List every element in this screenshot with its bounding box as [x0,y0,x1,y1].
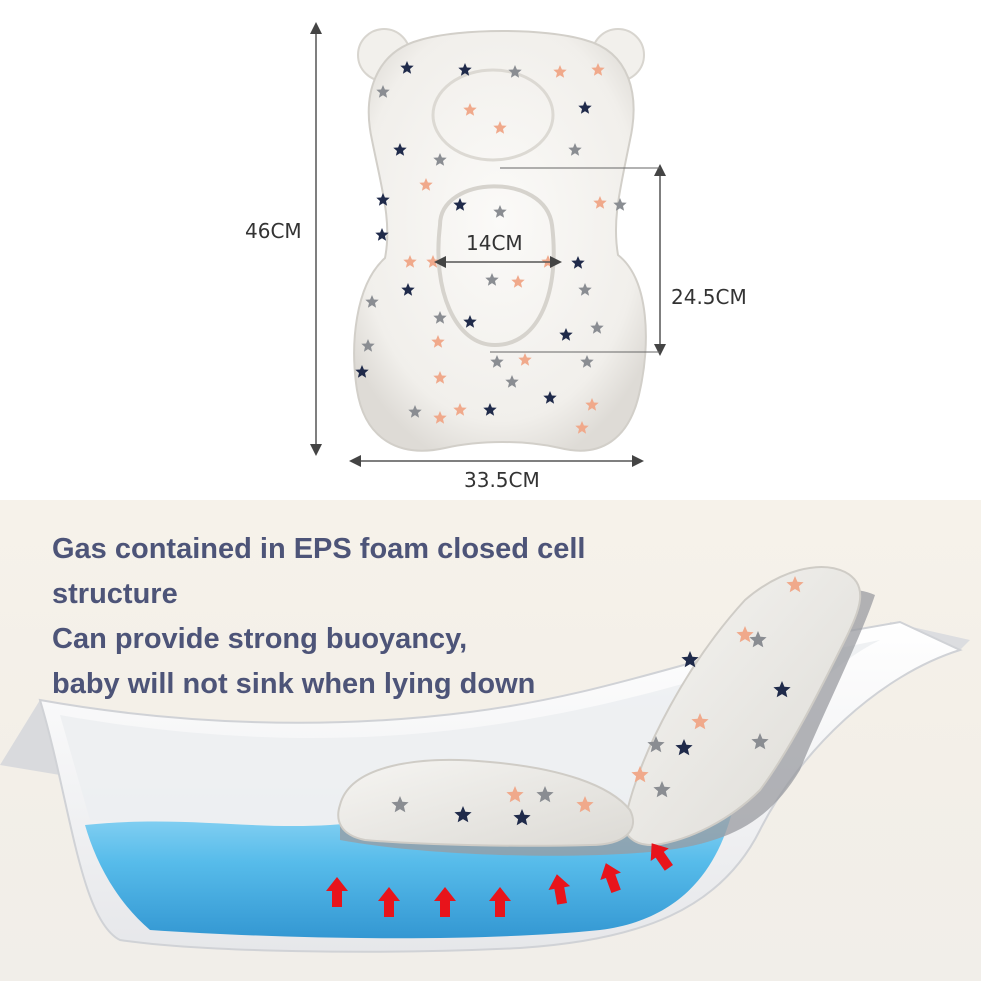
pillow-backrest [623,566,862,847]
star-icon [463,103,477,116]
star-icon [483,403,497,416]
star-icon [631,766,649,783]
star-icon [493,121,507,134]
pillow-head-ring [337,758,635,847]
buoyancy-arrow-icon [650,843,673,871]
headline-line-3: Can provide strong buoyancy, [52,623,468,655]
star-icon [593,196,607,209]
star-icon [591,63,605,76]
star-icon [559,328,573,341]
star-icon [585,398,599,411]
star-icon [376,193,390,206]
pillow-top-view [310,22,666,467]
star-icon [365,295,379,308]
star-icon [736,626,754,643]
star-icon [433,411,447,424]
headline-line-1: Gas contained in EPS foam closed cell [52,533,586,565]
buoyancy-arrow-icon [326,877,348,907]
star-icon [376,85,390,98]
star-pattern-side [391,576,804,826]
head-width-label: 14CM [466,231,523,255]
star-icon [408,405,422,418]
star-icon [568,143,582,156]
star-icon [400,61,414,74]
star-icon [375,228,389,241]
star-icon [590,321,604,334]
star-icon [485,273,499,286]
star-icon [433,371,447,384]
buoyancy-arrow-icon [378,887,400,917]
star-icon [653,781,671,798]
star-icon [419,178,433,191]
star-icon [355,365,369,378]
star-icon [508,65,522,78]
star-icon [543,391,557,404]
star-icon [403,255,417,268]
star-icon [463,315,477,328]
star-pattern [355,61,627,434]
star-icon [513,809,531,826]
pillow-neck-ring [436,184,556,348]
star-icon [773,681,791,698]
buoyancy-arrow-icon [548,874,571,905]
star-icon [431,335,445,348]
pillow-body [353,30,647,452]
star-icon [681,651,699,668]
star-icon [749,631,767,648]
pillow-head-hollow [431,68,555,162]
star-icon [433,153,447,166]
height-label: 46CM [245,219,302,243]
star-icon [505,375,519,388]
star-icon [536,786,554,803]
buoyancy-arrow-icon [489,887,511,917]
star-icon [575,421,589,434]
star-icon [576,796,594,813]
star-icon [647,736,665,753]
star-icon [391,796,409,813]
star-icon [580,355,594,368]
star-icon [454,806,472,823]
star-icon [553,65,567,78]
buoyancy-headline: Gas contained in EPS foam closed cell st… [52,527,692,707]
star-icon [691,713,709,730]
star-icon [751,733,769,750]
star-icon [518,353,532,366]
star-icon [578,283,592,296]
star-icon [490,355,504,368]
star-icon [361,339,375,352]
star-icon [786,576,804,593]
headline-line-2: structure [52,578,178,610]
star-icon [458,63,472,76]
star-icon [401,283,415,296]
star-icon [578,101,592,114]
headline-line-4: baby will not sink when lying down [52,668,536,700]
star-icon [453,403,467,416]
width-label: 33.5CM [464,468,540,492]
star-icon [433,311,447,324]
star-icon [393,143,407,156]
star-icon [511,275,525,288]
head-length-label: 24.5CM [671,285,747,309]
bathtub-illustration [0,566,970,953]
buoyancy-arrows [326,843,673,917]
star-icon [675,739,693,756]
buoyancy-panel: Gas contained in EPS foam closed cell st… [0,500,981,981]
star-icon [613,198,627,211]
star-icon [493,205,507,218]
star-icon [506,786,524,803]
dimension-panel: 46CM 14CM 24.5CM 33.5CM [245,22,747,492]
star-icon [453,198,467,211]
buoyancy-arrow-icon [434,887,456,917]
buoyancy-arrow-icon [600,863,621,893]
star-icon [571,256,585,269]
